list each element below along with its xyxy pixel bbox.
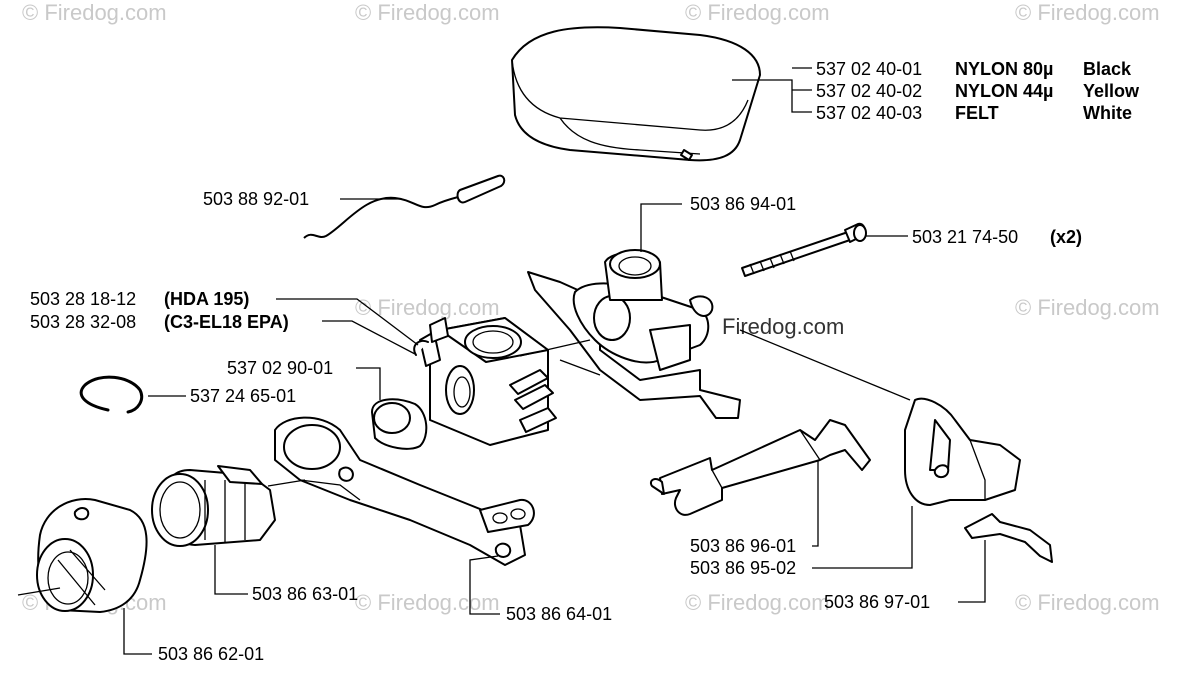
label-air-filter-1-color: Black <box>1083 59 1132 79</box>
label-bolt-quantity: (x2) <box>1050 227 1082 247</box>
label-air-filter-1-material: NYLON 80µ <box>955 59 1053 79</box>
label-air-filter-2-number: 537 02 40-02 <box>816 81 922 101</box>
air-filter <box>511 26 761 162</box>
label-carburetor-2-number: 503 28 32-08 <box>30 312 136 332</box>
watermark: © Firedog.com <box>22 0 167 25</box>
watermark: © Firedog.com <box>355 0 500 25</box>
label-retaining-ring: 537 24 65-01 <box>190 386 296 406</box>
label-air-filter-1-number: 537 02 40-01 <box>816 59 922 79</box>
label-air-filter-3-color: White <box>1083 103 1132 123</box>
carburetor-bracket <box>527 249 741 419</box>
return-spring <box>964 513 1053 563</box>
watermark: © Firedog.com <box>1015 0 1160 25</box>
throttle-lever <box>904 397 1021 506</box>
label-intake-flange: 503 86 62-01 <box>158 644 264 664</box>
watermark: © Firedog.com <box>1015 590 1160 615</box>
bolt <box>741 222 867 277</box>
retaining-ring <box>79 375 144 414</box>
label-throttle-rod: 503 86 96-01 <box>690 536 796 556</box>
watermark: © Firedog.com <box>685 590 830 615</box>
label-air-filter-3-material: FELT <box>955 103 999 123</box>
label-carburetor-2-model: (C3-EL18 EPA) <box>164 312 289 332</box>
carburetor-adapter <box>274 416 535 566</box>
label-air-filter-3-number: 537 02 40-03 <box>816 103 922 123</box>
watermark: © Firedog.com <box>355 295 500 320</box>
label-air-filter-2-material: NYLON 44µ <box>955 81 1053 101</box>
label-intake-boot: 503 86 63-01 <box>252 584 358 604</box>
intake-flange <box>17 498 148 613</box>
gasket <box>371 398 428 450</box>
watermark: © Firedog.com <box>355 590 500 615</box>
throttle-rod <box>650 419 871 516</box>
label-throttle-lever: 503 86 95-02 <box>690 558 796 578</box>
label-choke-wire: 503 88 92-01 <box>203 189 309 209</box>
label-carburetor-1-number: 503 28 18-12 <box>30 289 136 309</box>
watermark: © Firedog.com <box>1015 295 1160 320</box>
carburetor <box>413 317 557 446</box>
label-air-filter-2-color: Yellow <box>1083 81 1140 101</box>
label-carburetor-bracket: 503 86 94-01 <box>690 194 796 214</box>
watermark: © Firedog.com <box>685 0 830 25</box>
watermark-center: Firedog.com <box>722 314 844 339</box>
choke-wire <box>303 174 506 239</box>
label-gasket: 537 02 90-01 <box>227 358 333 378</box>
label-carburetor-adapter: 503 86 64-01 <box>506 604 612 624</box>
label-carburetor-1-model: (HDA 195) <box>164 289 249 309</box>
label-bolt-number: 503 21 74-50 <box>912 227 1018 247</box>
label-return-spring: 503 86 97-01 <box>824 592 930 612</box>
intake-boot <box>151 465 306 547</box>
watermarks: © Firedog.com © Firedog.com © Firedog.co… <box>22 0 1160 615</box>
